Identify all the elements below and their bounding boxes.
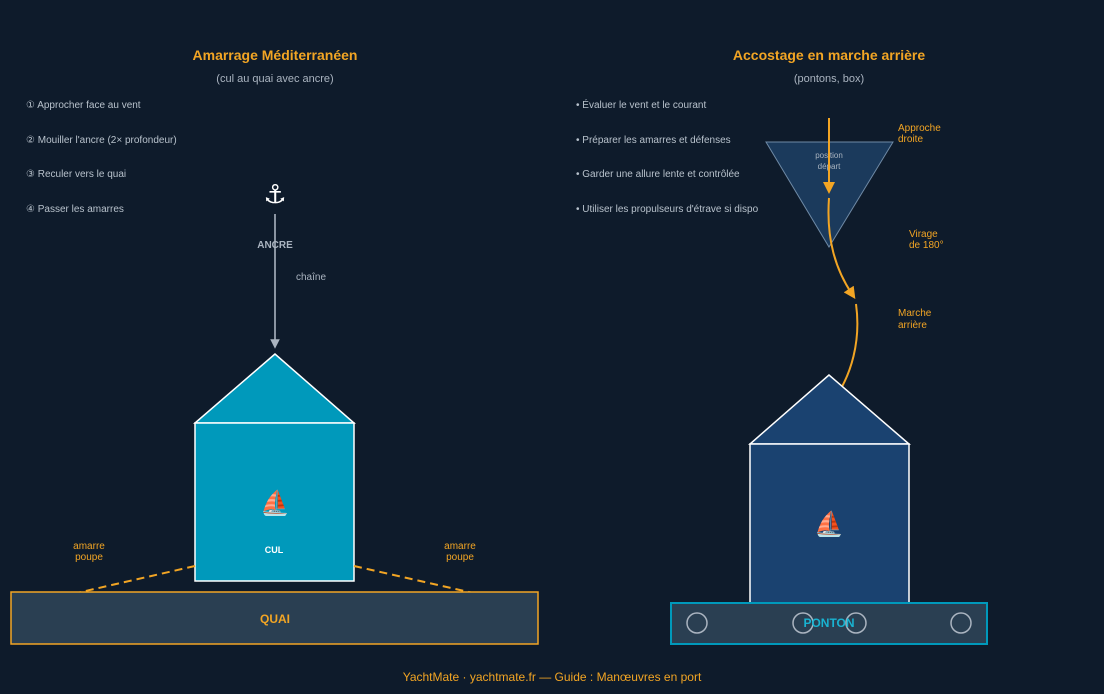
right-boat-hull <box>749 443 910 604</box>
turn-arrow <box>827 197 856 299</box>
chain-label: chaîne <box>296 272 326 283</box>
cleat-icon <box>686 612 708 634</box>
sailboat-icon: ⛵ <box>814 510 844 538</box>
left-boat-hull <box>194 422 355 582</box>
right-boat-bow <box>748 374 912 445</box>
left-boat-bow <box>192 353 356 424</box>
mooring-left-label-2: poupe <box>75 552 103 563</box>
mooring-line-right <box>353 565 483 596</box>
reverse-label-1: Marche <box>898 308 932 319</box>
right-tip-4: • Utiliser les propulseurs d'étrave si d… <box>576 204 759 215</box>
right-tip-3: • Garder une allure lente et contrôlée <box>576 169 740 180</box>
right-tip-2: • Préparer les amarres et défenses <box>576 135 731 146</box>
right-subtitle: (pontons, box) <box>794 73 864 85</box>
left-step-2: ② Mouiller l'ancre (2× profondeur) <box>26 135 177 146</box>
left-boat: ⛵ CUL <box>192 353 356 582</box>
left-step-1: ① Approcher face au vent <box>26 100 141 111</box>
anchor-icon: ⚓ <box>263 179 286 209</box>
mooring-right-label-1: amarre <box>444 541 476 552</box>
right-boat: ⛵ <box>748 374 912 604</box>
left-title: Amarrage Méditerranéen <box>193 47 358 63</box>
right-title: Accostage en marche arrière <box>733 47 925 63</box>
reverse-label-2: arrière <box>898 320 927 331</box>
quay <box>10 591 539 645</box>
cleat-icon <box>950 612 972 634</box>
mooring-line-left <box>67 565 196 596</box>
footer-text: YachtMate · yachtmate.fr — Guide : Manœu… <box>403 670 702 684</box>
turn-label-1: Virage <box>909 229 938 240</box>
sailboat-icon: ⛵ <box>260 489 290 517</box>
quay-label: QUAI <box>260 612 290 626</box>
approach-label-2: droite <box>898 134 923 145</box>
stern-label: CUL <box>265 545 284 555</box>
left-step-4: ④ Passer les amarres <box>26 204 124 215</box>
approach-label-1: Approche <box>898 123 941 134</box>
left-subtitle: (cul au quai avec ancre) <box>216 73 333 85</box>
cleat-icon <box>792 612 814 634</box>
ponton-label: PONTON <box>803 616 854 630</box>
right-tip-1: • Évaluer le vent et le courant <box>576 98 706 111</box>
mooring-right-label-2: poupe <box>446 552 474 563</box>
turn-label-2: de 180° <box>909 240 944 251</box>
ponton <box>670 602 988 645</box>
cleat-icon <box>845 612 867 634</box>
left-step-3: ③ Reculer vers le quai <box>26 169 126 180</box>
mooring-left-label-1: amarre <box>73 541 105 552</box>
